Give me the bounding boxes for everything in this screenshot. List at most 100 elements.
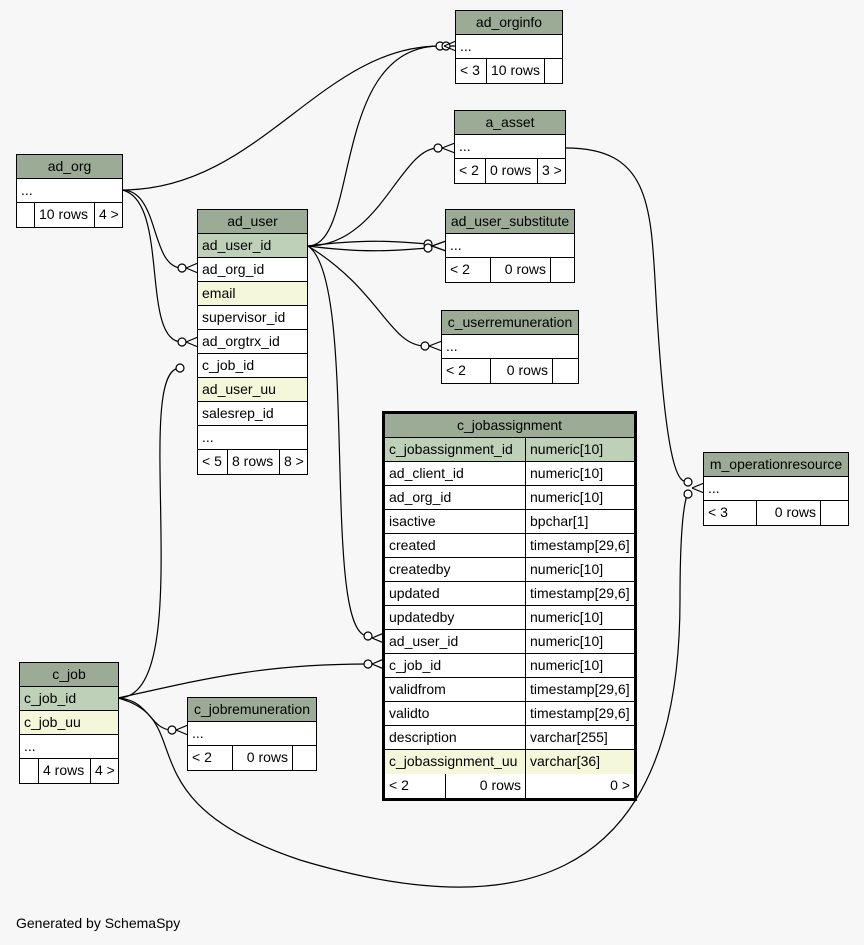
parents-count: < 2 [192,749,212,765]
table-row: ... [446,338,458,354]
table-row: email [202,285,236,301]
table-row: ad_client_id numeric[10] [385,462,634,486]
children-count [550,258,574,282]
table-ad-user-substitute[interactable]: ad_user_substitute ... < 2 0 rows [445,209,575,283]
table-ad-orginfo[interactable]: ad_orginfo ... < 3 10 rows [455,10,563,84]
parents-count: < 2 [450,261,470,277]
column-name: createdby [389,561,451,577]
generated-by-note: Generated by SchemaSpy [16,915,181,931]
table-row: isactive bpchar[1] [385,510,634,534]
children-count: 0 > [525,774,634,798]
edge-ad-org-ad-user-org [121,189,183,269]
column-name: ad_client_id [389,465,464,481]
column-name: isactive [389,513,436,529]
table-row: c_job_id numeric[10] [385,654,634,678]
column-name: ad_user_id [389,633,459,649]
column-name: ad_org_id [389,489,452,505]
column-type: varchar[36] [525,750,634,774]
column-type: numeric[10] [525,462,634,485]
table-row: salesrep_id [202,405,274,421]
table-c-jobremuneration[interactable]: c_jobremuneration ... < 2 0 rows [187,697,317,771]
table-row: ad_orgtrx_id [202,333,280,349]
children-count: 8 > [279,450,307,474]
column-type: numeric[10] [525,606,634,629]
table-title: c_jobassignment [456,417,563,433]
parents-count: < 5 [202,453,222,469]
table-title: a_asset [485,114,535,130]
children-count [544,59,562,83]
table-row: ad_user_id [202,237,272,253]
parents-count [20,759,38,783]
edge-ad-user-c-jobassignment [307,245,369,637]
table-row: validto timestamp[29,6] [385,702,634,726]
edge-ad-user-substitute-2 [307,245,429,252]
column-type: bpchar[1] [525,510,634,533]
children-count: 3 > [537,159,565,183]
column-name: updated [389,585,440,601]
table-c-userremuneration[interactable]: c_userremuneration ... < 2 0 rows [441,310,579,384]
row-count: 0 rows [232,746,292,770]
table-ad-user[interactable]: ad_user ad_user_id ad_org_id email super… [197,209,308,475]
table-row: ... [460,38,472,54]
edge-c-job-ad-user [117,367,181,699]
row-count: 4 rows [38,759,90,783]
table-c-job[interactable]: c_job c_job_id c_job_uu ... 4 rows 4 > [19,662,119,784]
column-type: numeric[10] [525,486,634,509]
parents-count: < 2 [446,362,466,378]
column-type: numeric[10] [525,654,634,677]
column-name: c_jobassignment_uu [389,753,518,769]
parents-count: < 2 [459,162,479,178]
table-row: updatedby numeric[10] [385,606,634,630]
parents-count: < 3 [460,62,480,78]
children-count: 4 > [94,203,122,227]
table-title: ad_user [227,213,278,229]
table-title: c_userremuneration [447,314,573,330]
table-row: ad_user_id numeric[10] [385,630,634,654]
edge-c-job-c-jobremuneration [117,697,173,731]
table-row: createdby numeric[10] [385,558,634,582]
column-name: c_job_id [389,657,442,673]
column-type: timestamp[29,6] [525,702,634,725]
edge-ad-user-a-asset [307,147,439,247]
column-name: updatedby [389,609,455,625]
column-name: c_jobassignment_id [389,441,513,457]
edge-ad-user-ad-orginfo [307,45,441,247]
table-row: ... [24,738,36,754]
column-name: validto [389,705,430,721]
column-type: varchar[255] [525,726,634,749]
table-row: supervisor_id [202,309,286,325]
row-count: 0 rows [490,258,550,282]
table-row: ad_user_uu [202,381,276,397]
children-count [552,359,578,383]
parents-count: < 2 [389,777,409,793]
table-row: updated timestamp[29,6] [385,582,634,606]
column-type: numeric[10] [525,438,634,461]
column-type: numeric[10] [525,630,634,653]
table-row: c_job_uu [24,714,81,730]
row-count: 0 rows [756,501,820,525]
table-row: c_jobassignment_id numeric[10] [385,438,634,462]
table-title: ad_orginfo [475,14,543,30]
row-count: 10 rows [34,203,94,227]
column-type: timestamp[29,6] [525,582,634,605]
row-count: 0 rows [485,159,537,183]
table-title: ad_user_substitute [450,213,570,229]
table-row: ... [202,429,214,445]
table-a-asset[interactable]: a_asset ... < 2 0 rows 3 > [454,110,566,184]
table-title: c_jobremuneration [194,701,310,717]
parents-count: < 3 [708,504,728,520]
column-type: numeric[10] [525,558,634,581]
table-m-operationresource[interactable]: m_operationresource ... < 3 0 rows [703,452,849,526]
table-title: ad_org [47,158,92,174]
row-count: 10 rows [486,59,544,83]
edge-c-job-m-operationresource [117,493,689,888]
table-row: ... [708,480,720,496]
table-row: ad_org_id [202,261,265,277]
table-row: c_job_id [202,357,255,373]
table-ad-org[interactable]: ad_org ... 10 rows 4 > [16,154,123,228]
